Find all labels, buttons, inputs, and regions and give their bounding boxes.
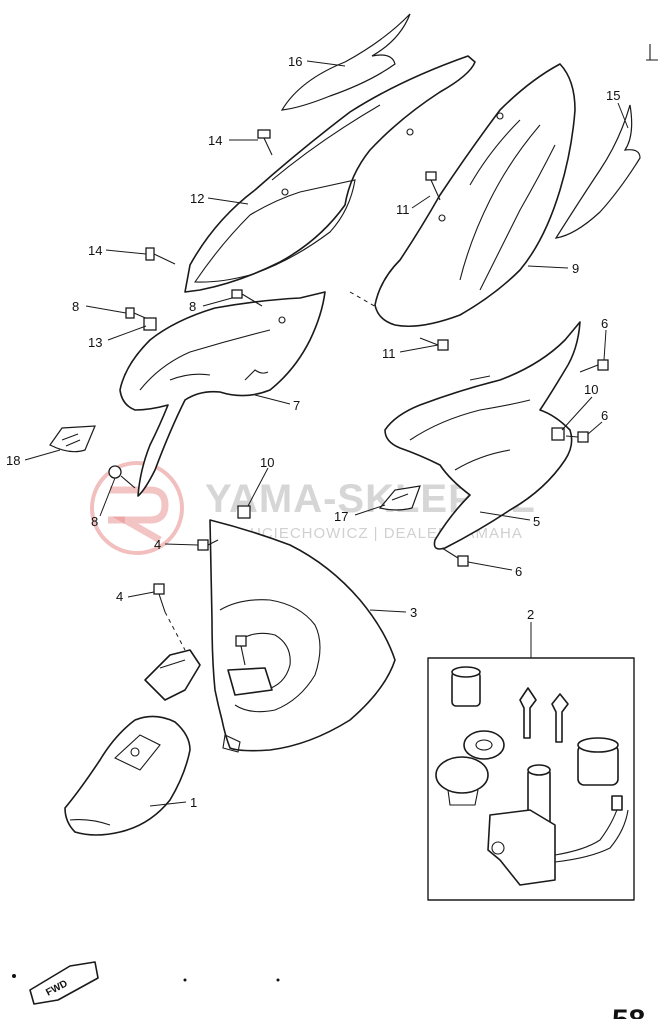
callout-12: 12 [190, 191, 204, 206]
part-1-cover [64, 715, 191, 836]
part-9-side-cover [374, 63, 576, 328]
assembly-line [349, 291, 379, 309]
corner-mark [646, 44, 658, 61]
fasteners [108, 129, 609, 666]
callout-2: 2 [527, 607, 534, 622]
bolt-6-b [565, 431, 589, 443]
bolt-6-c [441, 547, 469, 567]
callout-1: 1 [190, 795, 197, 810]
watermark-logo [90, 461, 184, 555]
callout-15: 15 [606, 88, 620, 103]
bolt-near-3 [235, 635, 247, 666]
part-12-side-cover [184, 55, 476, 293]
callout-14: 14 [88, 243, 102, 258]
part-15-decal [554, 104, 641, 239]
bolt-14-left [145, 247, 176, 265]
callout-8: 8 [189, 299, 196, 314]
callout-4: 4 [116, 589, 123, 604]
callout-6: 6 [601, 316, 608, 331]
callout-18: 18 [6, 453, 20, 468]
part-18-decal [49, 425, 96, 453]
bolt-8-c [108, 465, 136, 489]
callout-6: 6 [515, 564, 522, 579]
callout-9: 9 [572, 261, 579, 276]
bolt-11-top [425, 171, 441, 201]
bolt-6-a [579, 359, 609, 373]
callout-3: 3 [410, 605, 417, 620]
callout-6: 6 [601, 408, 608, 423]
callout-5: 5 [533, 514, 540, 529]
page-number: 58 [612, 1004, 645, 1019]
part-17-decal [378, 485, 421, 511]
leader-lines [24, 60, 629, 807]
bolt-8-b [231, 289, 263, 307]
callout-7: 7 [293, 398, 300, 413]
bracket [144, 649, 201, 701]
fwd-indicator: FWD [12, 961, 280, 1005]
callout-11: 11 [382, 346, 396, 361]
assembly-line [164, 611, 186, 651]
callout-11: 11 [396, 202, 410, 217]
callout-10: 10 [260, 455, 274, 470]
part-2-lock-set [427, 657, 635, 901]
bolt-11-bottom [419, 337, 449, 351]
callout-13: 13 [88, 335, 102, 350]
callout-8: 8 [72, 299, 79, 314]
callout-16: 16 [288, 54, 302, 69]
callout-14: 14 [208, 133, 222, 148]
nut-13 [143, 317, 157, 331]
part-7-side-panel [119, 291, 326, 497]
part-3-lower-cover [209, 519, 396, 753]
callout-8: 8 [91, 514, 98, 529]
nut-10-b [237, 505, 251, 519]
callout-10: 10 [584, 382, 598, 397]
bolt-14-top [257, 129, 273, 156]
callouts: 16 15 14 12 11 9 14 8 8 13 11 6 10 6 7 1… [6, 54, 620, 810]
bolt-4-b [153, 583, 166, 613]
part-5-side-panel [384, 321, 581, 550]
callout-17: 17 [334, 509, 348, 524]
nut-10-a [551, 427, 565, 441]
part-16-decal [280, 13, 411, 111]
callout-4: 4 [154, 537, 161, 552]
